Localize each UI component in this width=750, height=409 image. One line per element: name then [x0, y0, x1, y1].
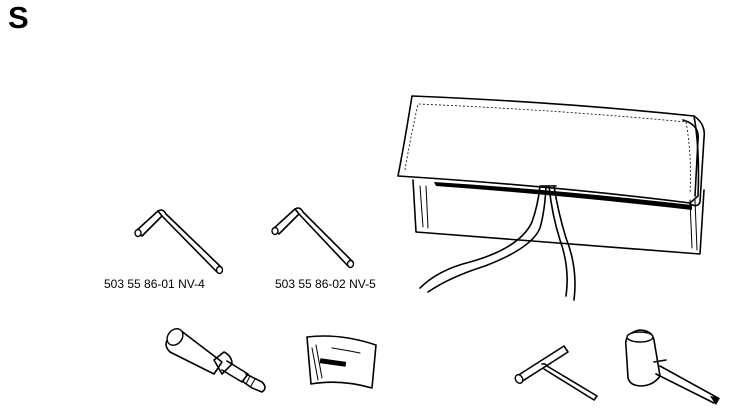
section-letter: S: [8, 0, 29, 35]
combination-spanner: [624, 329, 720, 405]
hex-key-nv5: [271, 207, 355, 269]
part-label-nv4: 503 55 86-01 NV-4: [104, 277, 205, 291]
tool-pouch: [397, 95, 706, 301]
hex-key-nv4: [134, 209, 224, 275]
t-wrench: [514, 345, 598, 401]
grease-gun-tool: [165, 328, 266, 393]
part-label-nv5: 503 55 86-02 NV-5: [275, 277, 376, 291]
sachet-packet: [306, 335, 377, 389]
